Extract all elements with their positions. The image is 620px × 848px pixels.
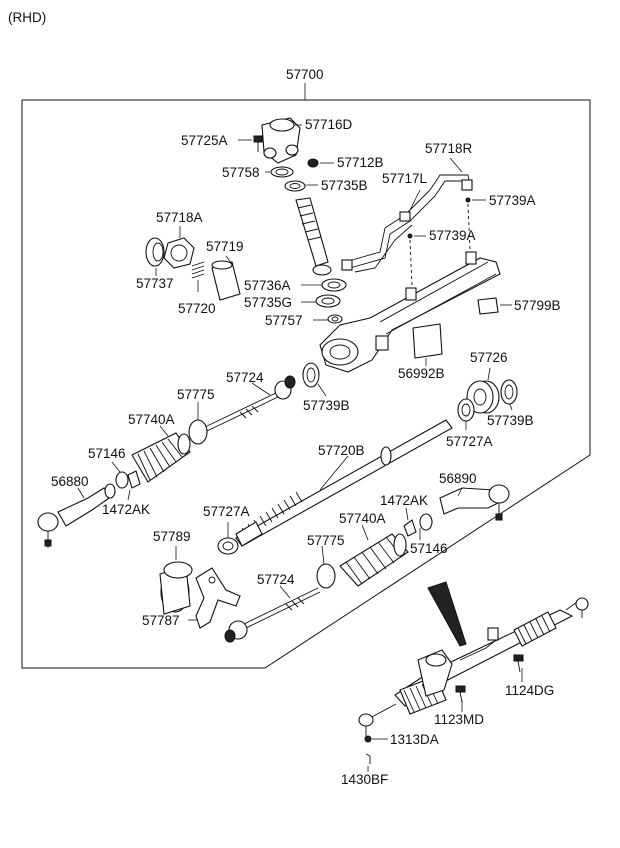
clamp-57146-left: [111, 461, 129, 489]
feed-tubes-57718R-57717L: [341, 157, 473, 273]
tie-rod-end-56880: [37, 483, 116, 548]
clip-57775-left: [188, 402, 208, 445]
label-57739A-top: 57739A: [489, 193, 536, 208]
seal-57758: [265, 166, 294, 178]
label-1472AK-right: 1472AK: [380, 493, 428, 508]
label-57735B: 57735B: [321, 178, 368, 193]
label-plate-57799B: [477, 297, 512, 315]
inner-tie-rod-57724-lower: [224, 585, 321, 643]
label-57718R: 57718R: [425, 141, 473, 156]
label-57758: 57758: [222, 165, 260, 180]
o-ring-57739B-left: [302, 362, 327, 397]
nut-57718A: [163, 226, 195, 269]
assembly-number-label: 57700: [286, 67, 324, 82]
pinion-shaft: [295, 197, 332, 276]
bushing-57726: [466, 367, 500, 414]
label-1472AK-left: 1472AK: [102, 502, 150, 517]
seal-57735B: [284, 180, 318, 192]
label-57724-top: 57724: [226, 370, 264, 385]
label-57757: 57757: [265, 313, 303, 328]
label-1123MD: 1123MD: [434, 712, 484, 727]
label-57725A: 57725A: [181, 133, 228, 148]
label-57789: 57789: [153, 529, 191, 544]
clamp-1472AK-right: [403, 507, 417, 537]
label-57716D: 57716D: [305, 117, 353, 132]
spring-57720: [191, 261, 205, 292]
boot-57740A-right: [339, 524, 409, 587]
seal-57757: [313, 314, 343, 324]
label-1313DA: 1313DA: [390, 732, 439, 747]
label-57146-left: 57146: [88, 446, 126, 461]
label-57727A-right: 57727A: [446, 434, 493, 449]
clamp-57146-right: [419, 513, 433, 540]
o-ring-57739A: [407, 197, 486, 239]
label-57720B: 57720B: [318, 443, 365, 458]
label-57727A-left: 57727A: [203, 504, 250, 519]
cap-57737: [145, 237, 165, 276]
label-57719: 57719: [206, 239, 244, 254]
clamp-1472AK-left: [127, 470, 141, 501]
label-57735G: 57735G: [244, 295, 292, 310]
label-57726: 57726: [470, 350, 508, 365]
label-57775-right: 57775: [307, 533, 345, 548]
label-57739B-right: 57739B: [487, 413, 534, 428]
variant-label: (RHD): [8, 10, 46, 25]
label-1124DG: 1124DG: [505, 683, 554, 698]
label-57717L: 57717L: [382, 171, 428, 186]
nut-57712B: [307, 158, 334, 168]
label-1430BF: 1430BF: [341, 772, 388, 787]
label-57740A-right: 57740A: [339, 511, 386, 526]
label-56890: 56890: [439, 471, 477, 486]
inner-tie-rod-57724-upper: [204, 375, 296, 432]
direction-arrow: [427, 581, 467, 647]
bracket-57787: [188, 567, 241, 629]
label-57787: 57787: [142, 613, 180, 628]
label-57737: 57737: [136, 276, 174, 291]
label-56992B: 56992B: [398, 366, 445, 381]
label-56880: 56880: [51, 474, 89, 489]
boot-57740A-left: [131, 425, 191, 483]
label-57739B-left: 57739B: [303, 398, 350, 413]
bolt-1123MD: [455, 685, 466, 712]
rack-57720B: [235, 419, 453, 547]
label-57712B: 57712B: [337, 155, 384, 170]
label-57799B: 57799B: [514, 298, 561, 313]
label-57718A: 57718A: [156, 210, 203, 225]
seal-57735G: [301, 294, 341, 308]
tie-rod-end-56890: [439, 484, 510, 521]
label-57736A: 57736A: [244, 278, 291, 293]
bushing-57789: [159, 546, 193, 615]
label-57739A-mid: 57739A: [429, 228, 476, 243]
o-ring-57739B-right: [500, 379, 518, 411]
gear-housing: [319, 203, 501, 373]
yoke-57719: [211, 255, 241, 301]
nut-1313DA: [364, 735, 388, 743]
seal-57727A-right: [457, 398, 475, 430]
label-57146-right: 57146: [410, 541, 448, 556]
assembly-frame: [21, 83, 591, 669]
valve-housing-57716D: [261, 117, 302, 164]
assembled-gear-view: [358, 597, 589, 740]
label-57720: 57720: [178, 301, 216, 316]
seal-57736A: [301, 278, 347, 292]
label-57775-left: 57775: [177, 387, 215, 402]
label-57740A-left: 57740A: [128, 412, 175, 427]
clip-57775-right: [316, 545, 336, 589]
pin-1430BF: [365, 753, 371, 772]
label-57724-bottom: 57724: [257, 572, 295, 587]
bolt-1124DG: [513, 654, 524, 682]
label-plate-56992B: [412, 323, 443, 366]
seal-57727A-left: [217, 522, 239, 555]
bolt-57725A: [238, 135, 263, 152]
